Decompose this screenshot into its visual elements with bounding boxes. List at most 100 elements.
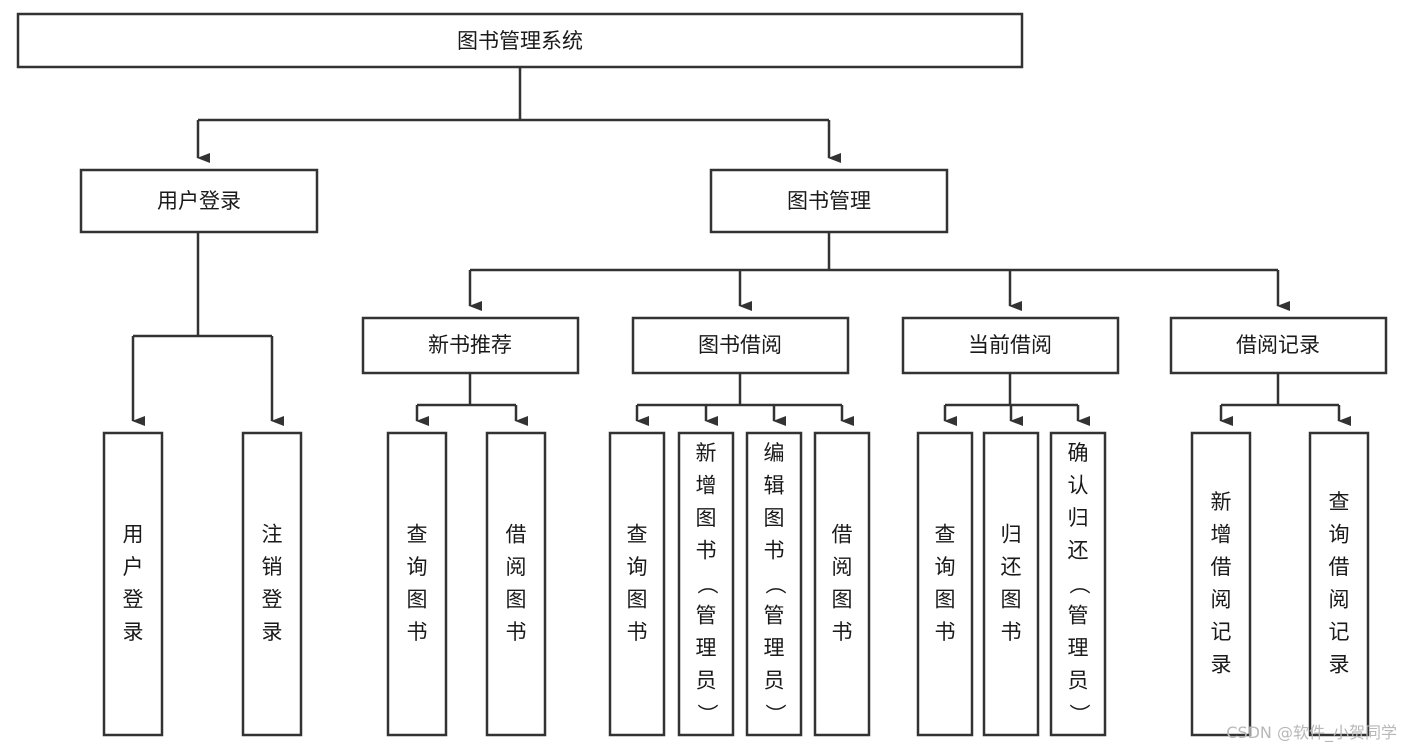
node-user-login[interactable]: 用户登录 — [79, 168, 319, 234]
svg-text:书: 书 — [764, 539, 785, 563]
svg-text:录: 录 — [1211, 652, 1232, 676]
svg-text:查: 查 — [627, 522, 648, 546]
svg-text:管: 管 — [696, 604, 717, 628]
svg-text:书: 书 — [506, 620, 527, 644]
node-book-manage-box[interactable] — [709, 168, 949, 234]
node-book-manage[interactable]: 图书管理 — [709, 168, 949, 234]
svg-text:）: ） — [1067, 704, 1091, 725]
svg-text:查: 查 — [1329, 490, 1350, 514]
svg-text:书: 书 — [935, 620, 956, 644]
csdn-watermark: CSDN @软件_小贺同学 — [1226, 723, 1397, 742]
node-user-login-label: 用户登录 — [157, 189, 241, 213]
svg-text:借: 借 — [1211, 555, 1232, 579]
svg-text:归: 归 — [1068, 506, 1089, 530]
svg-text:书: 书 — [1001, 620, 1022, 644]
svg-text:录: 录 — [262, 620, 283, 644]
leaf-borrow-book-1-box[interactable] — [485, 431, 547, 737]
svg-text:登: 登 — [123, 587, 144, 611]
svg-text:辑: 辑 — [764, 474, 785, 498]
leaf-query-book-3-box[interactable] — [916, 431, 974, 737]
leaf-logout-box[interactable] — [241, 431, 303, 737]
node-new-book-recommend[interactable]: 新书推荐 — [361, 316, 580, 375]
leaf-user-login-box[interactable] — [102, 431, 164, 737]
node-root[interactable]: 图书管理系统 — [16, 12, 1024, 69]
leaf-add-book-box[interactable] — [677, 431, 735, 737]
svg-text:归: 归 — [1001, 522, 1022, 546]
svg-text:理: 理 — [1068, 636, 1089, 660]
svg-text:询: 询 — [407, 555, 428, 579]
leaf-query-book-2-box[interactable] — [608, 431, 666, 737]
svg-text:图: 图 — [1001, 587, 1022, 611]
leaf-edit-book-box[interactable] — [745, 431, 803, 737]
svg-text:员: 员 — [1068, 669, 1089, 693]
svg-text:阅: 阅 — [1211, 587, 1232, 611]
node-root-label: 图书管理系统 — [457, 29, 583, 53]
svg-text:新: 新 — [1211, 490, 1232, 514]
node-user-login-box[interactable] — [79, 168, 319, 234]
leaf-query-book-1-box[interactable] — [386, 431, 448, 737]
svg-text:销: 销 — [262, 555, 283, 579]
svg-text:图: 图 — [407, 587, 428, 611]
svg-text:还: 还 — [1068, 539, 1089, 563]
svg-text:记: 记 — [1211, 620, 1232, 644]
svg-text:书: 书 — [696, 539, 717, 563]
svg-text:户: 户 — [123, 555, 144, 579]
svg-text:图: 图 — [832, 587, 853, 611]
node-book-borrow[interactable]: 图书借阅 — [631, 316, 850, 375]
svg-text:确: 确 — [1068, 441, 1089, 465]
svg-text:查: 查 — [407, 522, 428, 546]
svg-text:新: 新 — [696, 441, 717, 465]
svg-text:管: 管 — [1068, 604, 1089, 628]
svg-text:理: 理 — [764, 636, 785, 660]
node-borrow-record[interactable]: 借阅记录 — [1169, 316, 1388, 375]
svg-text:书: 书 — [832, 620, 853, 644]
svg-text:编: 编 — [764, 441, 785, 465]
svg-text:图: 图 — [696, 506, 717, 530]
node-new-book-recommend-label: 新书推荐 — [428, 333, 512, 357]
svg-text:登: 登 — [262, 587, 283, 611]
svg-text:注: 注 — [262, 522, 283, 546]
svg-text:书: 书 — [627, 620, 648, 644]
svg-text:询: 询 — [1329, 522, 1350, 546]
svg-text:）: ） — [763, 704, 787, 725]
svg-text:（: （ — [695, 574, 719, 595]
svg-text:录: 录 — [123, 620, 144, 644]
leaf-query-record-box[interactable] — [1308, 431, 1370, 737]
connector-layer — [131, 67, 1351, 426]
svg-text:图: 图 — [506, 587, 527, 611]
svg-text:图: 图 — [764, 506, 785, 530]
leaf-return-book-box[interactable] — [982, 431, 1040, 737]
node-new-book-recommend-box[interactable] — [361, 316, 580, 375]
leaf-confirm-return-box[interactable] — [1049, 431, 1107, 737]
svg-text:图: 图 — [935, 587, 956, 611]
node-current-borrow-box[interactable] — [901, 316, 1120, 375]
node-borrow-record-box[interactable] — [1169, 316, 1388, 375]
svg-text:管: 管 — [764, 604, 785, 628]
leaf-add-record-box[interactable] — [1190, 431, 1252, 737]
svg-text:增: 增 — [1211, 522, 1232, 546]
node-borrow-record-label: 借阅记录 — [1236, 333, 1320, 357]
node-root-box[interactable] — [16, 12, 1024, 69]
node-book-borrow-box[interactable] — [631, 316, 850, 375]
svg-text:员: 员 — [764, 669, 785, 693]
svg-text:认: 认 — [1068, 474, 1089, 498]
svg-text:阅: 阅 — [1329, 587, 1350, 611]
svg-text:理: 理 — [696, 636, 717, 660]
svg-text:询: 询 — [935, 555, 956, 579]
leaf-user-login-label: 用户登录 — [123, 522, 144, 644]
svg-text:借: 借 — [506, 522, 527, 546]
node-current-borrow[interactable]: 当前借阅 — [901, 316, 1120, 375]
svg-text:记: 记 — [1329, 620, 1350, 644]
leaf-borrow-book-2-box[interactable] — [813, 431, 871, 737]
svg-text:（: （ — [763, 574, 787, 595]
node-current-borrow-label: 当前借阅 — [968, 333, 1052, 357]
